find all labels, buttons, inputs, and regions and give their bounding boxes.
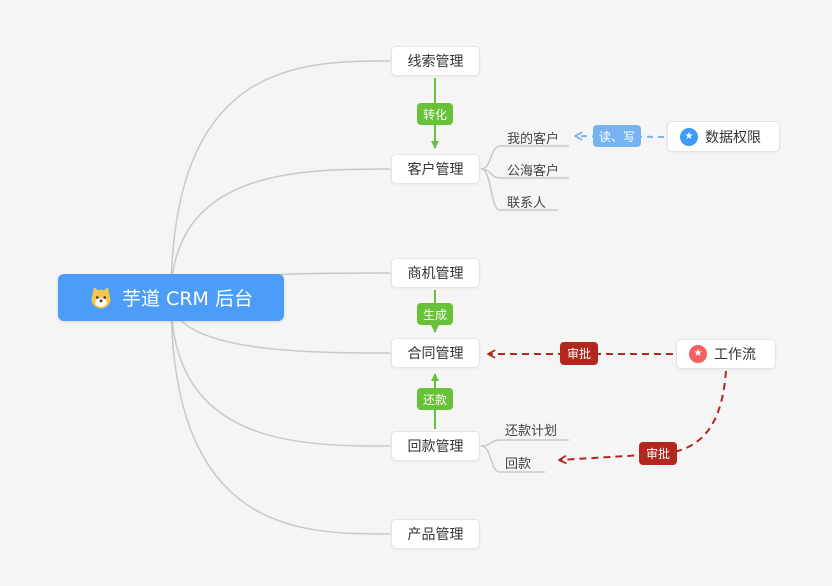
node-lead-management: 线索管理 <box>391 46 480 76</box>
node-label: 客户管理 <box>407 162 464 178</box>
node-opportunity-management: 商机管理 <box>391 258 480 288</box>
leaf-repayment-plan: 还款计划 <box>505 424 558 439</box>
node-data-permission: ★ 数据权限 <box>667 121 780 152</box>
star-icon: ★ <box>689 345 707 363</box>
root-node-crm-backend: 芋道 CRM 后台 <box>58 274 284 321</box>
root-node-label: 芋道 CRM 后台 <box>122 288 253 310</box>
edge-badge-approve-contract: 审批 <box>560 342 598 365</box>
node-label: 商机管理 <box>407 266 464 282</box>
leaf-public-pool-customers: 公海客户 <box>507 164 560 179</box>
node-product-management: 产品管理 <box>391 519 480 549</box>
edge-badge-generate: 生成 <box>417 303 453 325</box>
dog-logo-icon <box>89 286 113 310</box>
edge-badge-approve-receivable: 审批 <box>639 442 677 465</box>
node-workflow: ★ 工作流 <box>676 339 776 369</box>
node-contract-management: 合同管理 <box>391 338 480 368</box>
node-label: 数据权限 <box>705 129 761 146</box>
node-label: 回款管理 <box>407 439 464 455</box>
node-label: 工作流 <box>714 347 756 363</box>
leaf-receivable: 回款 <box>505 457 532 472</box>
leaf-my-customers: 我的客户 <box>507 132 560 147</box>
leaf-contacts: 联系人 <box>507 196 547 211</box>
edge-badge-repay: 还款 <box>417 388 453 410</box>
node-customer-management: 客户管理 <box>391 154 480 184</box>
star-icon: ★ <box>680 127 698 146</box>
node-label: 线索管理 <box>407 54 464 70</box>
node-label: 合同管理 <box>407 346 464 362</box>
edge-badge-read-write: 读、写 <box>593 125 641 147</box>
node-receivable-management: 回款管理 <box>391 431 480 461</box>
node-label: 产品管理 <box>407 527 464 543</box>
edge-badge-convert: 转化 <box>417 103 453 125</box>
